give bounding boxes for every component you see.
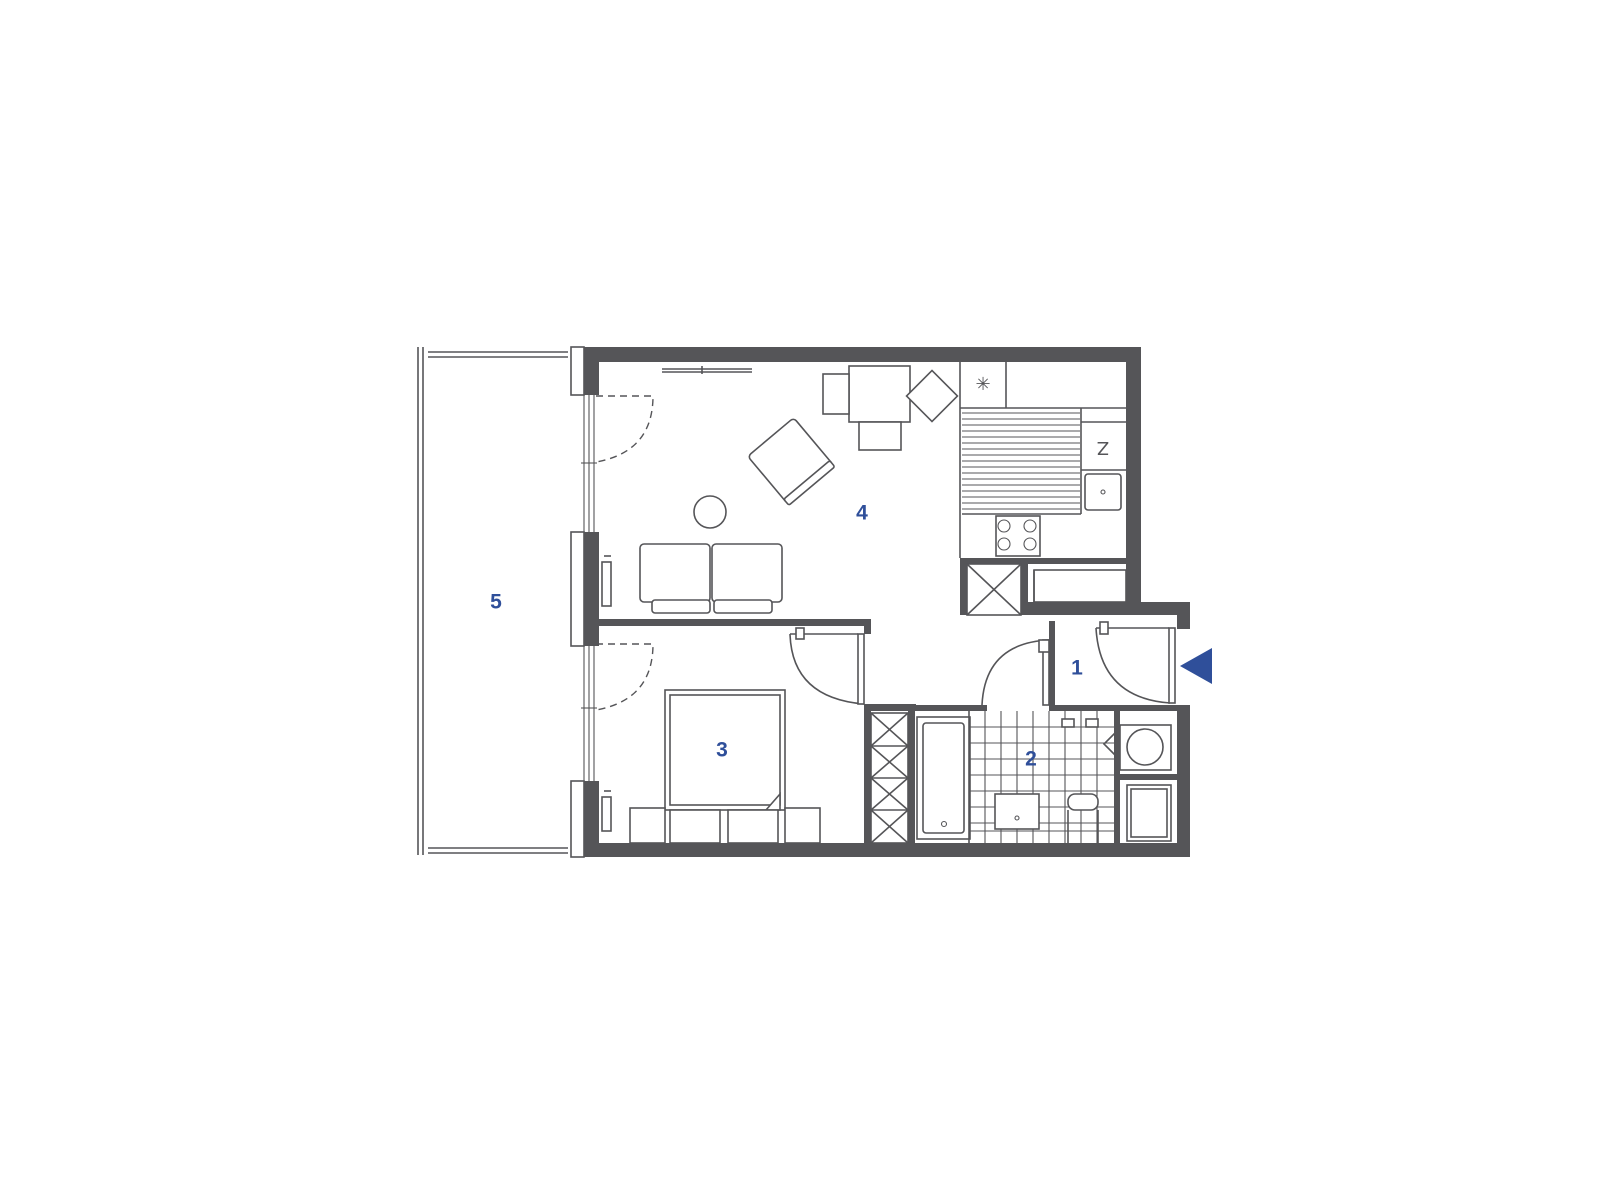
fridge-icon: Z <box>1097 437 1109 458</box>
room-label-4: 4 <box>856 502 868 525</box>
room-label-5: 5 <box>490 591 502 614</box>
room-label-3: 3 <box>716 739 728 762</box>
windows <box>581 366 752 781</box>
outer-walls <box>570 346 1190 858</box>
bathroom-tiles <box>969 711 1114 843</box>
entrance-arrow-icon <box>1180 648 1212 684</box>
doors <box>595 395 1176 711</box>
wardrobe <box>870 712 909 844</box>
kitchen-counter-hatching <box>962 412 1080 510</box>
room-label-2: 2 <box>1025 748 1037 771</box>
room-labels: 1 2 3 4 5 <box>490 502 1083 771</box>
bathroom <box>916 711 1172 843</box>
balcony <box>417 347 568 855</box>
kitchen: ✳ Z <box>959 362 1127 616</box>
room-label-1: 1 <box>1071 657 1083 680</box>
bedroom-furniture <box>601 689 821 844</box>
interior-walls <box>599 558 1177 857</box>
living-room-furniture <box>601 365 959 614</box>
snowflake-icon: ✳ <box>975 374 990 395</box>
